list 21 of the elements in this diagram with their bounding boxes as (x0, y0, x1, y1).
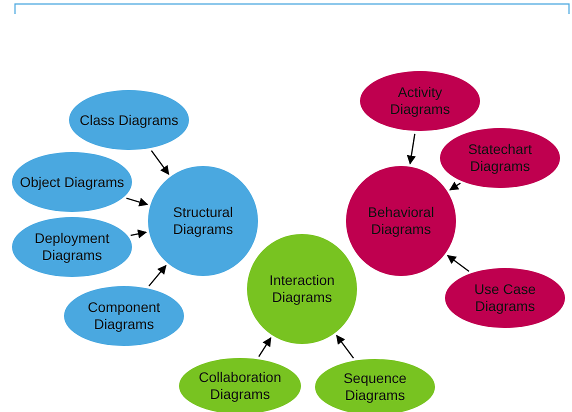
node-label: Structural Diagrams (172, 204, 234, 238)
node-label: Behavioral Diagrams (366, 204, 436, 238)
arrow (336, 334, 354, 359)
node-label: Use Case Diagrams (473, 281, 537, 315)
arrow (130, 229, 147, 238)
arrow (150, 150, 170, 175)
node-label: Sequence Diagrams (342, 370, 408, 404)
arrow (126, 198, 148, 206)
arrow (406, 134, 416, 165)
node-label: Deployment Diagrams (34, 230, 110, 264)
node-label: Class Diagrams (78, 112, 180, 128)
node-label: Interaction Diagrams (268, 272, 336, 306)
node-label: Statechart Diagrams (467, 141, 533, 175)
node-label: Object Diagrams (18, 174, 126, 190)
node-label: Activity Diagrams (389, 84, 451, 118)
arrow (258, 337, 272, 357)
node-label: Collaboration Diagrams (198, 369, 282, 403)
arrow (148, 264, 166, 286)
arrow (449, 182, 461, 190)
arrow (446, 254, 470, 272)
node-label: Component Diagrams (86, 299, 162, 333)
